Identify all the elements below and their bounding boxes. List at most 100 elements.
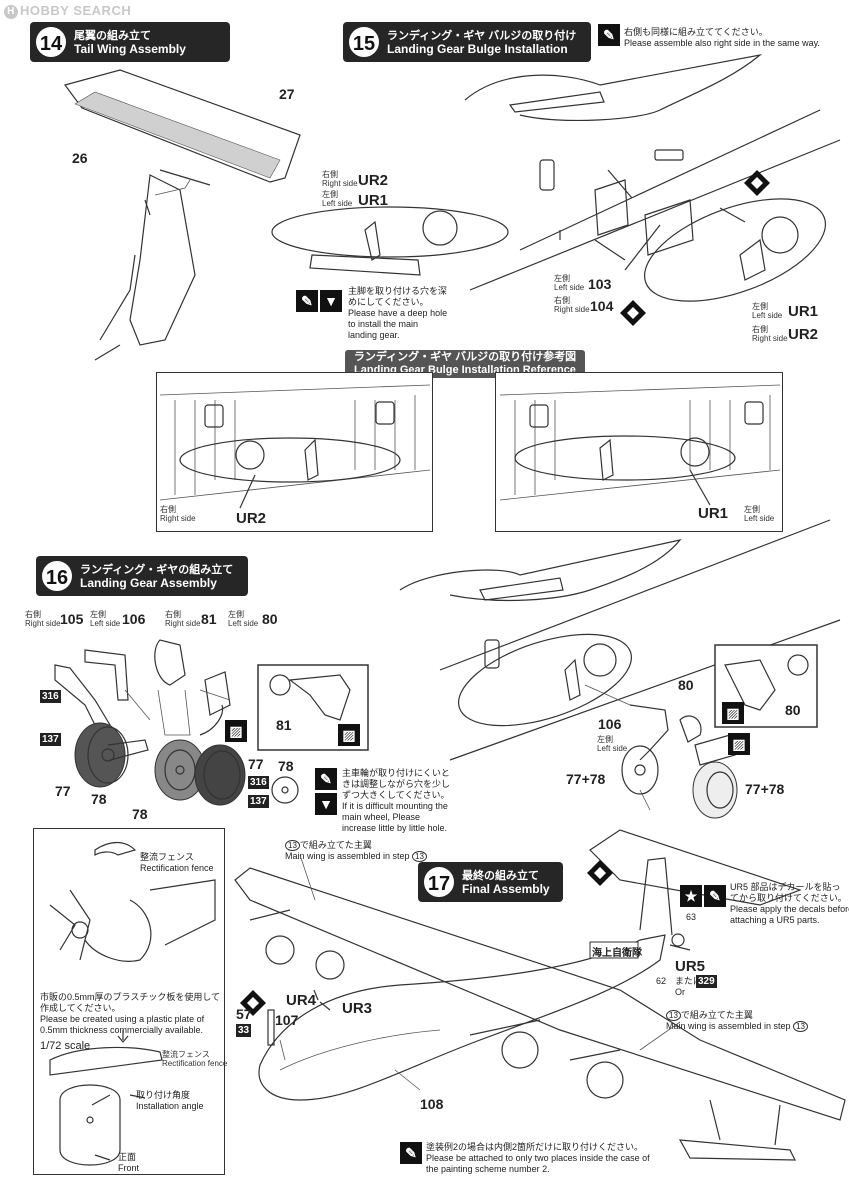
box-part-329: 329 [696,975,717,988]
part-81-label: 81 [276,717,292,733]
step-title-jp: ランディング・ギヤ バルジの取り付け [387,30,577,42]
part-78-label: 78 [278,758,294,774]
fuselage-marking: 海上自衛隊 [592,948,642,959]
paint-brush-icon: ✎ [598,24,620,46]
ur5-note: UR5 部品はデカールを貼ってから取り付けてください。 Please apply… [730,882,849,925]
plastic-plate-note: 市販の0.5mm厚のプラスチック板を使用して作成してください。 Please b… [40,992,221,1035]
step-16-header: 16 ランディング・ギヤの組み立て Landing Gear Assembly [36,556,248,596]
ur5-label: UR5 [675,958,706,975]
part-77-78-label: 77+78 [745,781,785,797]
note-jp: 右側も同様に組み立ててください。 [624,27,768,37]
part-77-label: 77 [248,756,264,772]
step-title-en: Final Assembly [462,882,550,896]
box-part-316: 316 [248,776,269,789]
diamond-marker-icon [744,170,770,196]
part-78-label: 78 [91,791,107,807]
step-title-en: Tail Wing Assembly [74,42,186,56]
reference-left-side-box [495,372,783,532]
paint-brush-icon: ✎ [400,1142,422,1164]
box-part-137: 137 [248,795,269,808]
part-57-label: 57 [236,1006,252,1022]
drill-icon: ▼ [320,290,342,312]
part-107-label: 107 [275,1012,299,1028]
step-15-header: 15 ランディング・ギヤ バルジの取り付け Landing Gear Bulge… [343,22,591,62]
part-103-label: 103 [588,276,612,292]
rectification-fence-box [33,828,225,1175]
ur3-label: UR3 [342,1000,373,1017]
paint-icon: ▨ [225,720,247,742]
paint-icon: ▨ [338,724,360,746]
part-77-label: 77 [55,783,71,799]
part-26-label: 26 [72,150,88,166]
part-78-label: 78 [132,806,148,822]
drill-icon: ▼ [315,793,337,815]
wheel-hole-note: 主車輪が取り付けにくいときは調整しながら穴を少しずつ大きくしてください。 If … [342,768,451,833]
part-62-label: 62 [656,976,667,986]
ur2-label: UR2 [358,172,389,189]
ur2-label: UR2 [236,510,267,527]
part-104-label: 104 [590,298,614,314]
box-part-316: 316 [40,690,61,703]
note-en: Please assemble also right side in the s… [624,38,820,48]
step-title-jp: 尾翼の組み立て [74,30,151,42]
box-part-33: 33 [236,1024,252,1037]
scale-label: 1/72 scale [40,1040,91,1052]
part-81-label: 81 [201,611,217,627]
step-number: 17 [422,865,456,899]
step-17-header: 17 最終の組み立て Final Assembly [418,862,563,902]
step-number: 16 [40,559,74,593]
step-number: 15 [347,25,381,59]
part-106-label: 106 [122,611,146,627]
paint-icon: ▨ [722,702,744,724]
painting-scheme-note: 塗装例2の場合は内側2箇所だけに取り付けください。Please be attac… [426,1142,650,1174]
ur1-label: UR1 [358,192,389,209]
part-63-label: 63 [686,912,697,922]
paint-brush-icon: ✎ [296,290,318,312]
part-80-label: 80 [262,611,278,627]
part-106-label: 106 [598,716,622,732]
ur1-label: UR1 [788,303,819,320]
part-77-78-label: 77+78 [566,771,606,787]
paint-brush-icon: ✎ [315,768,337,790]
step-title-jp: 最終の組み立て [462,870,539,882]
reference-right-side-box [156,372,433,532]
step-title-jp: ランディング・ギヤの組み立て [80,564,234,576]
step-title-en: Landing Gear Assembly [80,576,217,590]
ur4-label: UR4 [286,992,317,1009]
step-title-en: Landing Gear Bulge Installation [387,42,568,56]
paint-icon: ▨ [728,733,750,755]
paint-brush-icon: ✎ [704,885,726,907]
part-80-label: 80 [678,677,694,693]
part-80-label: 80 [785,702,801,718]
part-105-label: 105 [60,611,84,627]
step-14-header: 14 尾翼の組み立て Tail Wing Assembly [30,22,230,62]
box-part-137: 137 [40,733,61,746]
deep-hole-note: 主脚を取り付ける穴を深めにしてください。 Please have a deep … [348,286,448,340]
